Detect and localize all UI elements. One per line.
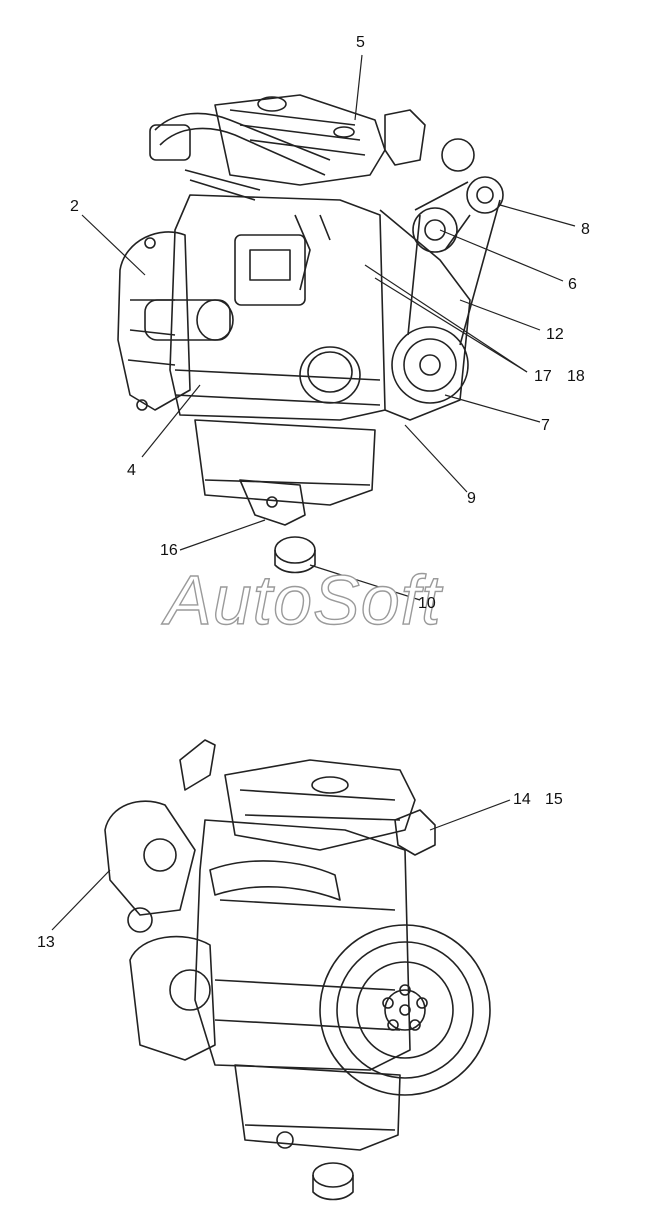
callout-13: 13: [37, 934, 55, 951]
callout-15: 15: [545, 791, 563, 808]
callout-2: 2: [70, 198, 79, 215]
callout-17: 17: [534, 368, 552, 385]
callout-9: 9: [467, 490, 476, 507]
bottom-engine-drawing: [104, 739, 491, 1201]
leader-lines: [51, 54, 576, 931]
callout-8: 8: [581, 221, 590, 238]
callout-7: 7: [541, 417, 550, 434]
callout-16: 16: [160, 542, 178, 559]
callout-10: 10: [418, 595, 436, 612]
top-engine-drawing: [117, 94, 504, 574]
callout-5: 5: [356, 34, 365, 51]
callout-12: 12: [546, 326, 564, 343]
watermark: AutoSoft: [164, 561, 442, 639]
callout-4: 4: [127, 462, 136, 479]
callout-18: 18: [567, 368, 585, 385]
callout-6: 6: [568, 276, 577, 293]
callout-14: 14: [513, 791, 531, 808]
